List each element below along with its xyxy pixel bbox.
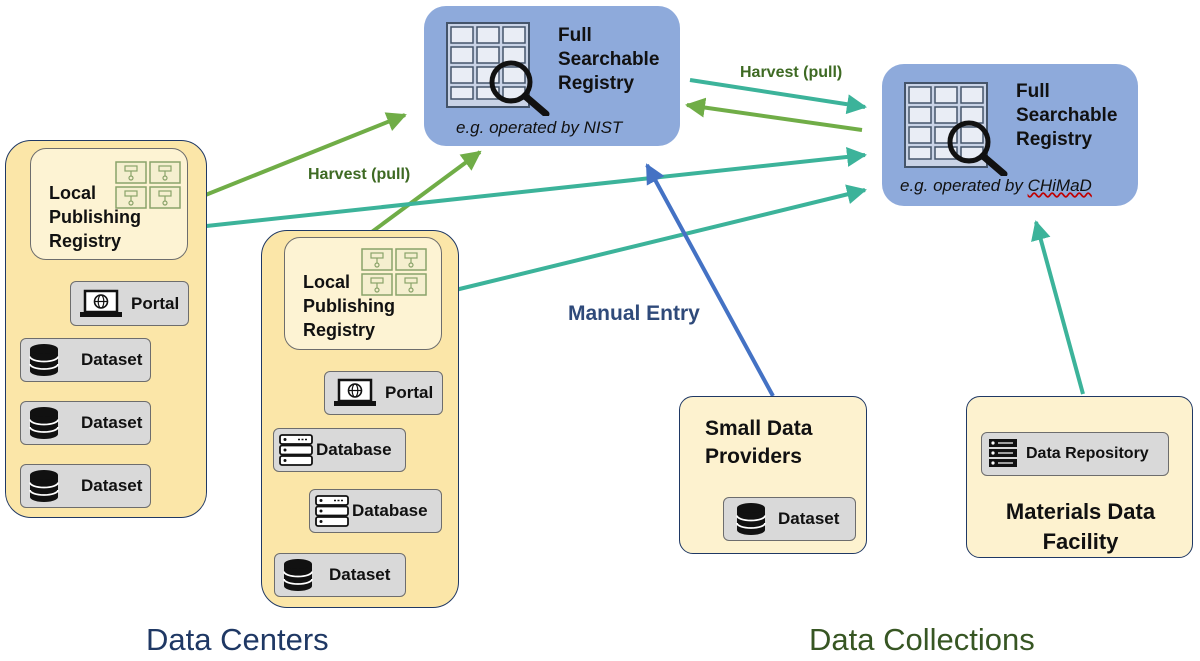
local-registry-a-line1: Local (49, 183, 97, 203)
local-publishing-registry-a: Local Publishing Registry (30, 148, 188, 260)
server-rack-icon (989, 439, 1017, 467)
dataset-a1-label: Dataset (81, 350, 143, 369)
nist-operator-label: e.g. operated by NIST (456, 118, 623, 137)
database-icon (736, 503, 766, 535)
nist-full-registry: Full Searchable Registry e.g. operated b… (424, 6, 680, 146)
dataset-a3-label: Dataset (81, 476, 143, 495)
arrow-local-b-to-chimad (442, 184, 867, 295)
mdf-title-line2: Facility (1042, 529, 1119, 554)
dataset-a3: Dataset (20, 464, 151, 508)
local-registry-b-line3: Registry (303, 320, 376, 340)
chimad-title-line1: Full (1016, 81, 1050, 102)
laptop-globe-icon (80, 289, 122, 317)
arrow-local-a-to-chimad (187, 146, 867, 230)
local-registry-a-line3: Registry (49, 231, 122, 251)
local-registry-b-line2: Publishing (303, 296, 395, 316)
arrow-chimad-to-nist (685, 97, 863, 132)
chimad-operator-label: e.g. operated by CHiMaD (900, 176, 1092, 196)
materials-data-facility: Materials Data Facility (966, 396, 1193, 558)
database-b2-label: Database (352, 501, 428, 520)
chimad-operator-name: CHiMaD (1027, 176, 1092, 195)
arrow-nist-to-chimad (689, 78, 867, 115)
database-icon (283, 559, 313, 591)
arrow-mdf-to-chimad (1031, 220, 1085, 395)
database-server-icon (279, 434, 313, 466)
database-server-icon (315, 495, 349, 527)
chimad-title-line2: Searchable (1016, 105, 1118, 126)
local-registry-a-line2: Publishing (49, 207, 141, 227)
small-providers-line1: Small Data (705, 417, 813, 440)
chimad-full-registry: Full Searchable Registry e.g. operated b… (882, 64, 1138, 206)
cabinet-search-icon (904, 82, 1008, 176)
data-repository-label: Data Repository (1026, 445, 1149, 462)
database-b2: Database (309, 489, 442, 533)
arrow-local-b-to-nist (363, 150, 482, 239)
dataset-b-label: Dataset (329, 565, 391, 584)
manual-entry-label: Manual Entry (568, 302, 700, 325)
portal-b: Portal (324, 371, 443, 415)
harvest-label-top: Harvest (pull) (740, 64, 843, 81)
database-icon (29, 407, 59, 439)
local-registry-b-line1: Local (303, 272, 351, 292)
nist-title-line1: Full (558, 25, 592, 46)
small-providers-line2: Providers (705, 445, 802, 468)
dataset-small-providers-label: Dataset (778, 509, 840, 528)
database-b1: Database (273, 428, 406, 472)
portal-a: Portal (70, 281, 189, 326)
dataset-a2: Dataset (20, 401, 151, 445)
mdf-title-line1: Materials Data (1005, 499, 1156, 524)
dataset-a1: Dataset (20, 338, 151, 382)
data-repository: Data Repository (981, 432, 1169, 476)
arrow-providers-to-nist (645, 163, 775, 397)
arrow-local-a-to-nist (187, 112, 407, 204)
portal-a-label: Portal (131, 293, 180, 313)
database-icon (29, 470, 59, 502)
harvest-label-middle: Harvest (pull) (308, 166, 411, 183)
dataset-small-providers: Dataset (723, 497, 856, 541)
drawer-cabinet-icon (361, 248, 427, 296)
nist-title-line2: Searchable (558, 49, 660, 70)
chimad-title-line3: Registry (1016, 129, 1093, 150)
dataset-b: Dataset (274, 553, 406, 597)
laptop-globe-icon (334, 378, 376, 406)
database-b1-label: Database (316, 440, 392, 459)
portal-b-label: Portal (385, 383, 434, 402)
local-publishing-registry-b: Local Publishing Registry (284, 237, 442, 350)
drawer-cabinet-icon (115, 161, 181, 209)
dataset-a2-label: Dataset (81, 413, 143, 432)
database-icon (29, 344, 59, 376)
chimad-operator-prefix: e.g. operated by (900, 176, 1028, 195)
data-centers-label: Data Centers (146, 622, 329, 657)
cabinet-search-icon (446, 22, 550, 116)
data-collections-label: Data Collections (809, 622, 1035, 657)
nist-title-line3: Registry (558, 73, 635, 94)
